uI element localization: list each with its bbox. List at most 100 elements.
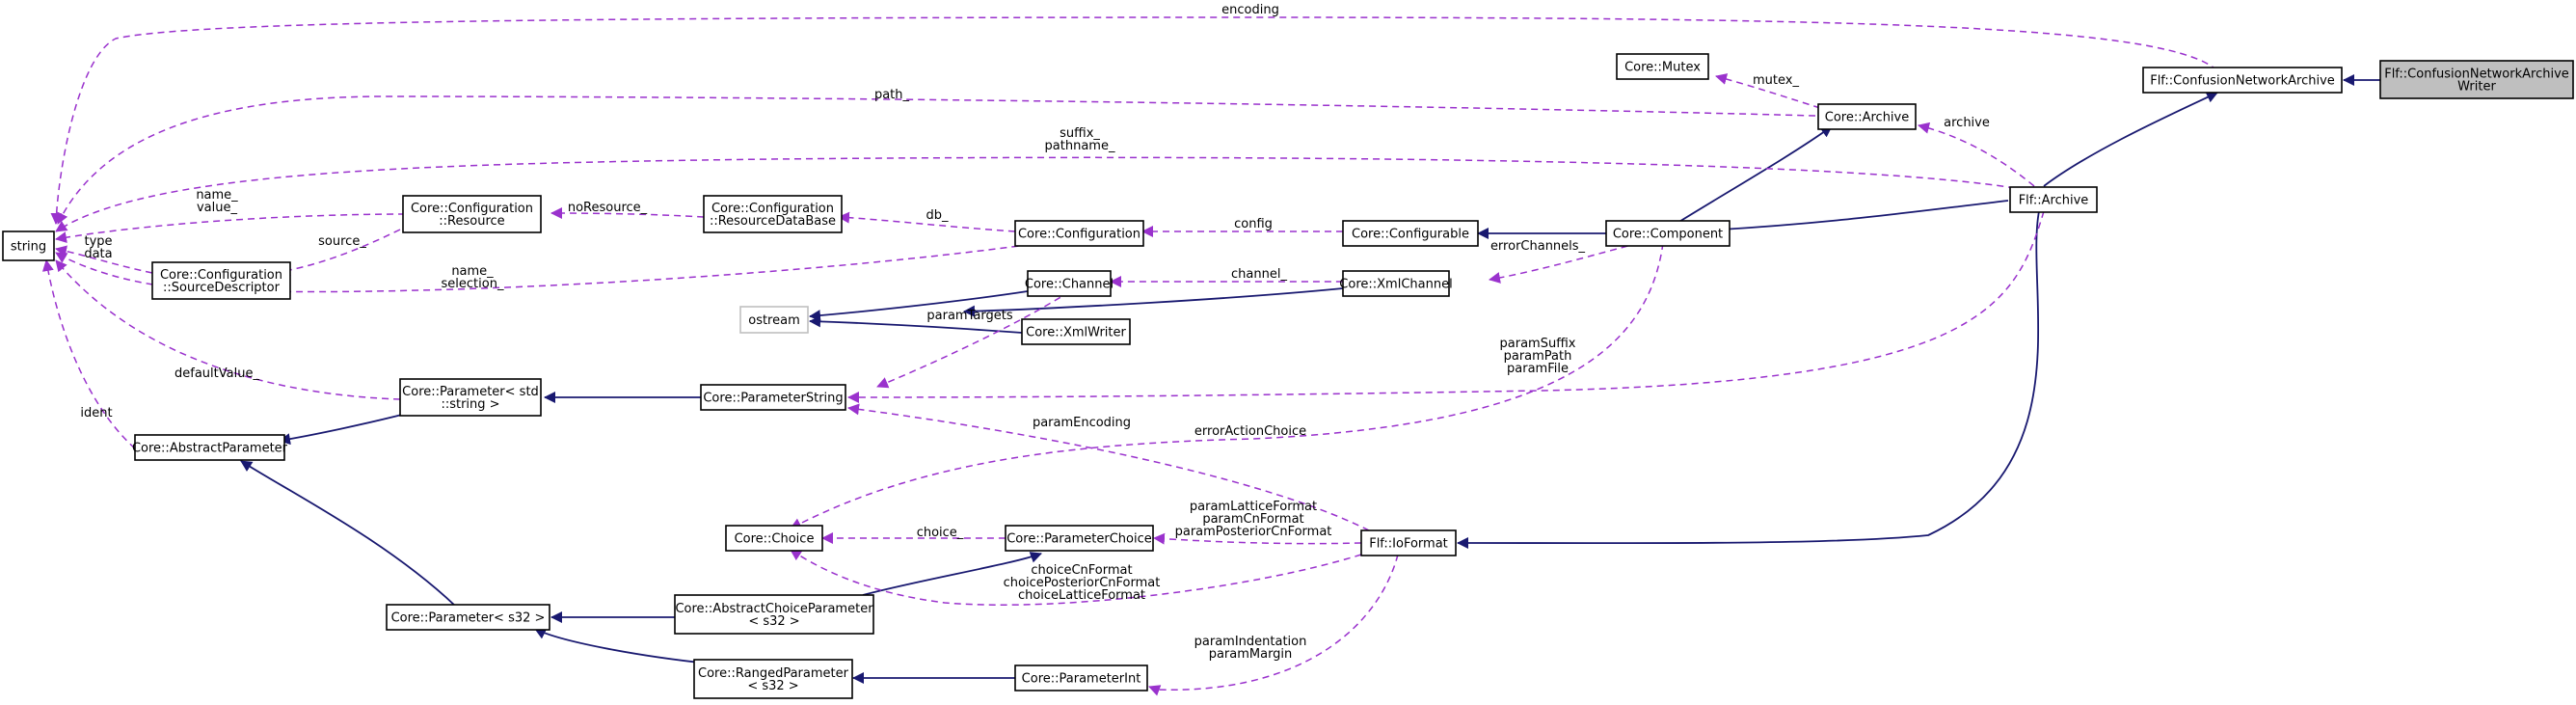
node-configuration-resource[interactable]: Core::Configuration::Resource [402, 195, 542, 233]
edge-use-archive [1918, 122, 2035, 187]
edge-params32-to-abstractparam [240, 460, 456, 607]
node-label-line: Core::ParameterString [703, 392, 843, 406]
edge-flfarchive-to-component [1688, 200, 2009, 237]
edge-label-errorchannels: errorChannels_ [1490, 239, 1586, 254]
edge-label-line: db_ [926, 208, 949, 223]
edge-use-paramencoding [847, 403, 1370, 531]
node-core-configurable[interactable]: Core::Configurable [1342, 220, 1479, 247]
node-label-line: Core::Configuration [411, 202, 533, 216]
node-flf-confusion-network-archive[interactable]: Flf::ConfusionNetworkArchive [2142, 67, 2343, 94]
node-label-line: < s32 > [747, 679, 798, 693]
edge-use-type-data [55, 245, 153, 274]
node-core-choice[interactable]: Core::Choice [725, 525, 823, 552]
edge-channel-to-ostream [809, 290, 1029, 322]
node-label-line: ::ResourceDataBase [710, 214, 836, 229]
edge-label-line: name_ [451, 264, 494, 279]
node-label-line: Core::Configuration [160, 268, 282, 283]
node-label-line: Core::Mutex [1624, 61, 1701, 75]
edge-use-param-formats [1153, 532, 1362, 545]
edge-label-line: paramLatticeFormat [1190, 500, 1317, 514]
node-label-line: string [11, 240, 46, 255]
node-core-mutex[interactable]: Core::Mutex [1616, 53, 1709, 80]
edge-use-paramtargets [876, 290, 1071, 389]
node-label-line: Core::Choice [735, 532, 815, 547]
node-label-line: Core::Parameter< std [402, 385, 539, 399]
edge-label-name-selection: name_selection_ [442, 264, 504, 291]
node-label-line: Core::Archive [1825, 111, 1910, 125]
node-label-line: Flf::IoFormat [1369, 537, 1448, 552]
edge-label-path: path_ [874, 88, 910, 102]
edge-label-line: ident [80, 406, 112, 420]
edge-flfarchive-to-cnarchive [2043, 92, 2218, 187]
edge-label-line: encoding [1221, 3, 1279, 17]
edge-label-line: errorChannels_ [1490, 239, 1586, 254]
node-configuration-resource-database[interactable]: Core::Configuration::ResourceDataBase [703, 195, 843, 233]
edge-label-line: choicePosteriorCnFormat [1004, 576, 1161, 590]
node-flf-archive[interactable]: Flf::Archive [2009, 186, 2098, 213]
edge-label-line: selection_ [442, 277, 504, 291]
edge-label-line: paramMargin [1209, 647, 1293, 662]
node-string[interactable]: string [2, 230, 55, 261]
node-flf-io-format[interactable]: Flf::IoFormat [1360, 529, 1457, 556]
edge-use-name-value [55, 213, 406, 244]
edge-use-indent-margin [1148, 554, 1399, 696]
node-core-archive[interactable]: Core::Archive [1817, 103, 1917, 130]
node-core-parameter-int[interactable]: Core::ParameterInt [1014, 664, 1148, 691]
edge-use-erroractionchoice [790, 242, 1664, 529]
edge-label-line: archive [1944, 116, 1990, 130]
edge-label-archive: archive [1944, 116, 1990, 130]
edge-component-to-corearchive [1677, 125, 1833, 224]
node-core-configuration[interactable]: Core::Configuration [1014, 220, 1144, 247]
node-core-abstract-parameter[interactable]: Core::AbstractParameter [132, 434, 288, 461]
edge-label-line: paramCnFormat [1202, 512, 1303, 527]
edge-label-line: choiceCnFormat [1031, 563, 1132, 578]
node-label-line: Core::Channel [1025, 278, 1114, 292]
edge-label-line: name_ [196, 188, 238, 203]
edge-xmlchannel-to-channel [963, 287, 1344, 317]
edge-use-param-suffix-path-file [847, 210, 2045, 403]
edge-label-paramencoding: paramEncoding [1033, 416, 1131, 430]
node-label-line: < s32 > [748, 614, 799, 629]
node-abstract-choice-parameter[interactable]: Core::AbstractChoiceParameter< s32 > [674, 594, 874, 635]
edge-use-ident [41, 259, 136, 449]
node-core-parameter-choice[interactable]: Core::ParameterChoice [1005, 525, 1154, 552]
edge-label-line: paramPosteriorCnFormat [1175, 525, 1332, 539]
edge-label-line: value_ [197, 201, 238, 215]
edge-label-suffix-pathname: suffix_pathname_ [1045, 126, 1115, 153]
edge-label-erroractionchoice: errorActionChoice [1194, 424, 1306, 439]
node-configuration-source-descriptor[interactable]: Core::Configuration::SourceDescriptor [151, 261, 291, 300]
node-core-component[interactable]: Core::Component [1605, 220, 1731, 247]
edge-label-line: defaultValue_ [174, 366, 259, 381]
node-core-channel[interactable]: Core::Channel [1025, 270, 1114, 297]
edge-label-choice: choice_ [917, 526, 964, 540]
edge-label-line: paramPath [1504, 349, 1572, 364]
node-core-parameter-string[interactable]: Core::ParameterString [700, 384, 846, 411]
node-ostream[interactable]: ostream [739, 306, 809, 334]
edge-ranged-to-params32 [534, 628, 710, 664]
edge-label-paramtargets: paramTargets [926, 309, 1012, 323]
node-core-parameter-s32[interactable]: Core::Parameter< s32 > [386, 604, 550, 631]
edge-label-line: mutex_ [1753, 73, 1799, 88]
node-ranged-parameter-s32[interactable]: Core::RangedParameter< s32 > [693, 659, 853, 699]
node-core-xml-writer[interactable]: Core::XmlWriter [1021, 318, 1131, 345]
node-label-line: ::string > [441, 397, 499, 412]
edge-use-choice-formats [790, 549, 1362, 606]
node-label-line: Flf::ConfusionNetworkArchive [2150, 74, 2335, 89]
edge-label-line: config [1234, 217, 1273, 231]
edge-label-defaultvalue: defaultValue_ [174, 366, 259, 381]
edge-label-line: source_ [318, 234, 366, 249]
node-label-line: Core::XmlWriter [1026, 326, 1126, 340]
node-core-xml-channel[interactable]: Core::XmlChannel [1339, 270, 1453, 297]
node-label-line: Core::AbstractParameter [132, 442, 288, 456]
edge-label-line: paramIndentation [1194, 635, 1307, 649]
node-parameter-std-string[interactable]: Core::Parameter< std::string > [399, 378, 542, 417]
node-label-line: Core::ParameterInt [1022, 672, 1141, 687]
edge-label-channel: channel_ [1231, 267, 1287, 282]
edge-use-source [279, 229, 401, 277]
edge-label-line: suffix_ [1060, 126, 1100, 141]
